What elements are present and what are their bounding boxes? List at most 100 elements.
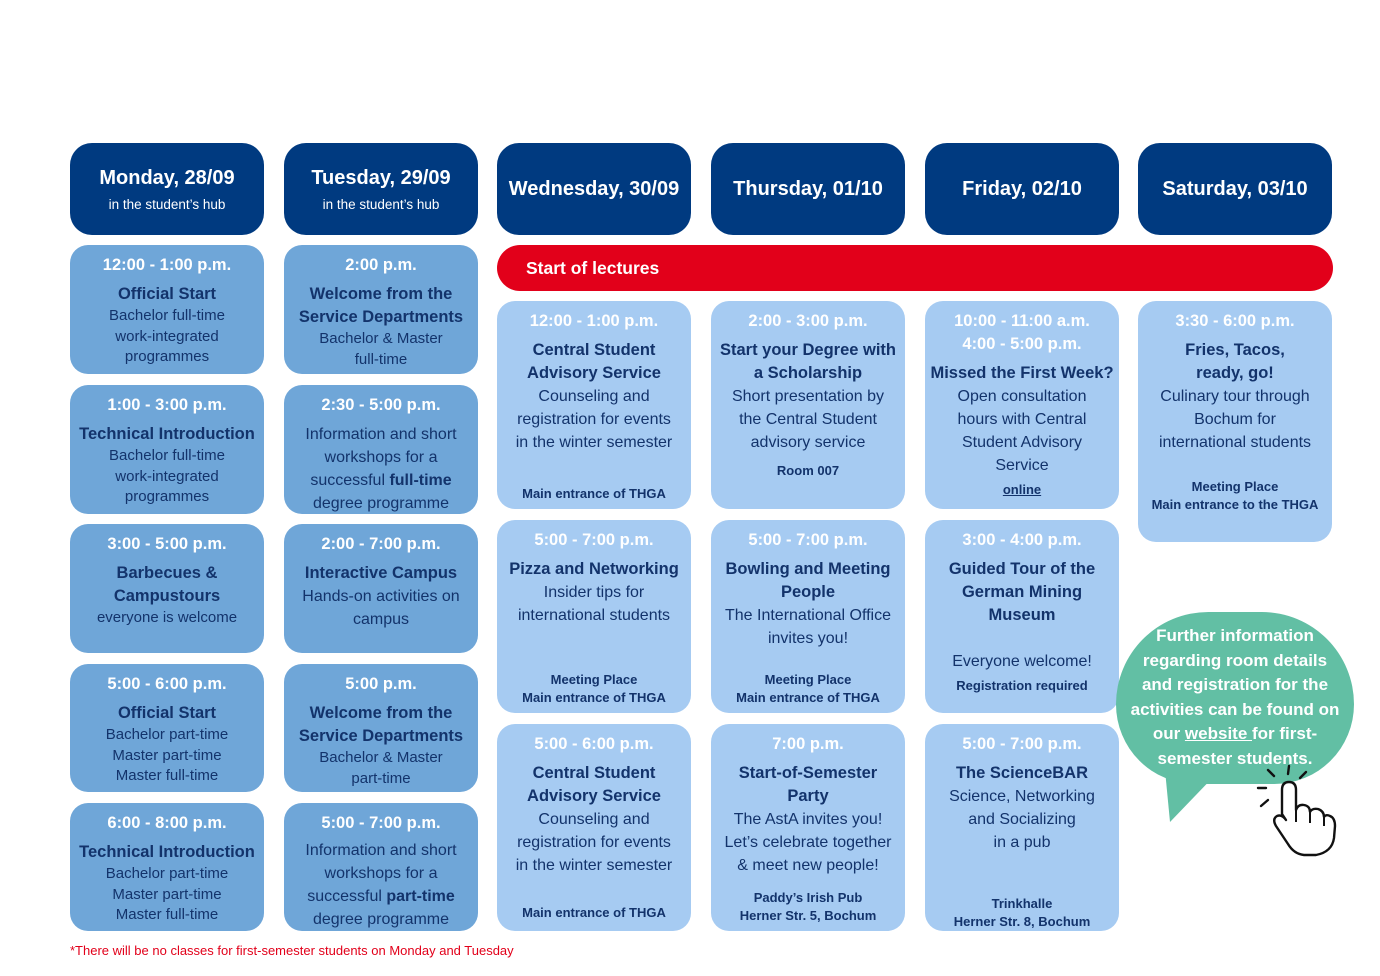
event-time: 5:00 - 6:00 p.m. [534,735,654,753]
event-line: Bachelor & Master [319,330,443,347]
footnote: *There will be no classes for first-seme… [70,943,514,958]
day-header-wednesday: Wednesday, 30/09 [497,143,691,235]
event-time: 5:00 p.m. [345,675,417,693]
day-date: Thursday, 01/10 [733,177,883,200]
event-title: Missed the First Week? [930,364,1114,382]
event-line: Counseling and [538,811,650,828]
event-line: Short presentation by [731,388,885,405]
website-link[interactable]: website [1184,724,1253,743]
event-title: Central Student [532,764,656,782]
event-line: Master part-time [112,885,222,903]
event-title: Barbecues & [116,564,218,582]
event-line: in the winter semester [515,857,673,874]
event-line: work-integrated [115,327,219,345]
event-location-label: Paddy’s Irish Pub [753,890,863,905]
day-date: Friday, 02/10 [962,177,1082,200]
event-title: Central Student [532,341,656,359]
registration-note: Registration required [956,678,1088,693]
event-title: Technical Introduction [79,843,255,861]
event-line: registration for events [517,834,671,851]
event-line: programmes [124,488,210,505]
event-time: 5:00 - 7:00 p.m. [748,531,868,549]
event-line: Master part-time [112,746,222,764]
event-line: The AstA invites you! [733,811,883,828]
event-line: The International Office [724,607,892,624]
event-line: part-time [351,769,411,787]
event-title: Technical Introduction [79,425,255,443]
event-title: Service Departments [298,727,464,745]
hand-pointer-icon [1256,764,1337,857]
event-location: Main entrance of THGA [736,690,880,705]
event-line: Bachelor & Master [319,749,443,766]
event-line: Let’s celebrate together [724,834,892,851]
event-title: Guided Tour of the [948,560,1096,578]
event-line: in the winter semester [515,434,673,451]
event-card: 10:00 - 11:00 a.m. 4:00 - 5:00 p.m. Miss… [925,301,1119,509]
event-location: Main entrance of THGA [522,690,666,705]
event-location: Main entrance of THGA [522,486,666,501]
event-title: Advisory Service [527,787,661,805]
day-location: in the student’s hub [108,196,226,212]
info-text: Further information regarding room detai… [1130,626,1340,743]
event-card: 2:00 - 7:00 p.m. Interactive Campus Hand… [284,524,478,653]
event-title: Welcome from the [309,704,453,722]
event-line: advisory service [750,434,866,451]
day-date: Tuesday, 29/09 [311,166,451,189]
day-header-friday: Friday, 02/10 [925,143,1119,235]
event-card: 5:00 - 7:00 p.m. The ScienceBAR Science,… [925,724,1119,931]
event-line: hours with Central [957,411,1087,428]
event-line: workshops for a [324,865,438,882]
event-line: Open consultation [957,388,1087,405]
event-title: German Mining [961,583,1083,601]
event-card: 5:00 - 6:00 p.m. Central Student Advisor… [497,724,691,931]
event-card: 12:00 - 1:00 p.m. Central Student Adviso… [497,301,691,509]
event-time: 5:00 - 6:00 p.m. [107,675,227,693]
event-line: successful part-time [307,888,455,905]
event-time: 12:00 - 1:00 p.m. [102,256,232,274]
event-time: 3:00 - 4:00 p.m. [962,531,1082,549]
event-time: 3:00 - 5:00 p.m. [107,535,227,553]
event-card: 5:00 - 6:00 p.m. Official Start Bachelor… [70,664,264,792]
event-title: Campustours [113,587,221,605]
event-line: Insider tips for [543,584,645,601]
event-line: Everyone welcome! [952,653,1092,670]
event-line: Information and short [305,842,457,859]
event-time: 2:00 - 7:00 p.m. [321,535,441,553]
event-card: 3:30 - 6:00 p.m. Fries, Tacos, ready, go… [1138,301,1332,542]
event-location-label: Meeting Place [1191,479,1279,494]
event-card: 7:00 p.m. Start-of-Semester Party The As… [711,724,905,931]
day-date: Saturday, 03/10 [1162,177,1308,200]
day-header-thursday: Thursday, 01/10 [711,143,905,235]
event-line: Bachelor part-time [105,726,229,743]
event-title: People [780,583,836,601]
event-line: Information and short [305,426,457,443]
event-time: 5:00 - 7:00 p.m. [534,531,654,549]
event-room: Room 007 [776,463,840,478]
event-line: Culinary tour through [1160,388,1310,405]
event-line: full-time [354,350,408,368]
event-location: Main entrance of THGA [522,905,666,920]
event-time: 3:30 - 6:00 p.m. [1175,312,1295,330]
event-title: Official Start [117,704,217,722]
event-time: 7:00 p.m. [772,735,844,753]
event-card: 2:00 p.m. Welcome from the Service Depar… [284,245,478,374]
event-line: & meet new people! [737,857,879,874]
event-title: Party [787,787,829,805]
day-date: Wednesday, 30/09 [508,177,680,200]
event-time: 2:30 - 5:00 p.m. [321,396,441,414]
event-card: 3:00 - 5:00 p.m. Barbecues & Campustours… [70,524,264,653]
event-line: successful full-time [310,472,452,489]
event-title: The ScienceBAR [955,764,1089,782]
event-time: 1:00 - 3:00 p.m. [107,396,227,414]
event-card: 5:00 p.m. Welcome from the Service Depar… [284,664,478,792]
event-line: campus [352,611,410,628]
event-line: the Central Student [739,411,877,428]
event-time: 6:00 - 8:00 p.m. [107,814,227,832]
online-link[interactable]: online [1002,482,1042,497]
info-bubble: Further information regarding room detai… [1116,612,1354,784]
event-line: degree programme [312,911,450,928]
event-line: and Socializing [968,811,1076,828]
event-card: 5:00 - 7:00 p.m. Bowling and Meeting Peo… [711,520,905,713]
event-title: Pizza and Networking [509,560,679,578]
event-location: Herner Str. 8, Bochum [953,914,1091,929]
